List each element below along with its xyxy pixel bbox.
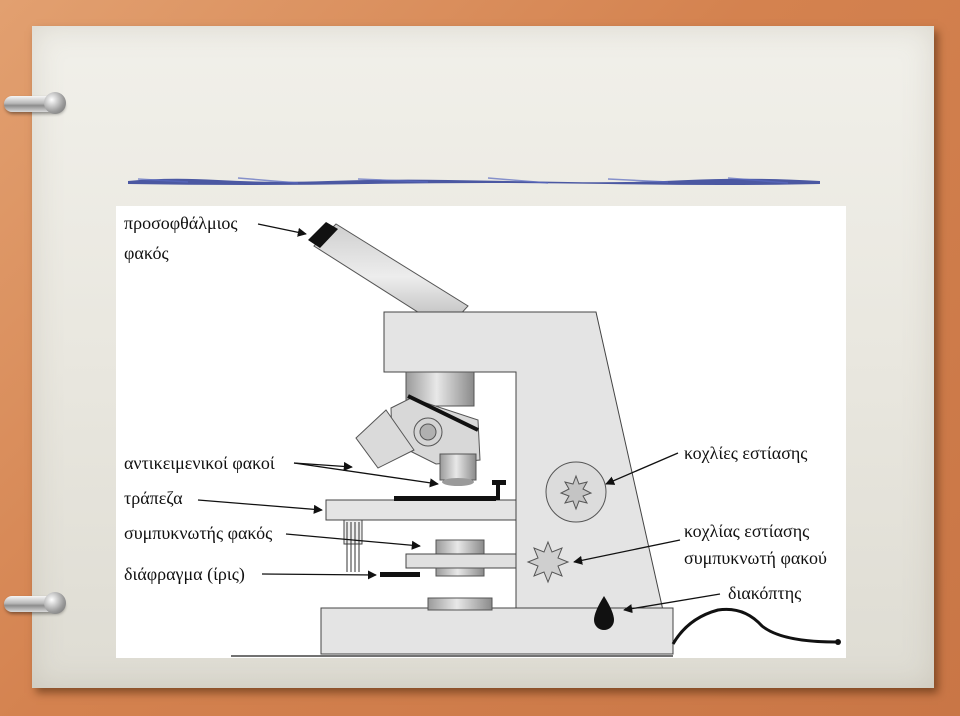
power-switch	[594, 596, 614, 630]
eyepiece-tube	[308, 222, 469, 331]
binder-ring-bottom	[4, 592, 66, 614]
label-condenser-knob-2: συμπυκνωτή φακού	[684, 548, 827, 568]
label-stage: τράπεζα	[124, 488, 183, 508]
label-focus-knobs: κοχλίες εστίασης	[684, 443, 807, 463]
label-eyepiece-2: φακός	[124, 243, 169, 263]
leader-arrows	[197, 223, 721, 614]
focus-knob	[545, 461, 607, 523]
condenser	[343, 519, 517, 577]
power-cord	[671, 607, 837, 645]
label-condenser-knob: κοχλίας εστίασης	[684, 521, 809, 541]
nosepiece	[355, 371, 481, 486]
label-switch: διακόπτης	[728, 583, 801, 603]
microscope-arm	[383, 311, 672, 647]
decorative-rule	[128, 177, 820, 185]
microscope-drawing: προσοφθάλμιος φακός αντικειμενικοί φακοί…	[124, 213, 841, 657]
diaphragm-lever	[380, 572, 420, 577]
condenser-knob	[526, 540, 570, 584]
stage	[325, 480, 517, 521]
light-source	[427, 597, 493, 611]
microscope-base	[320, 607, 674, 655]
microscope-diagram: προσοφθάλμιος φακός αντικειμενικοί φακοί…	[116, 206, 846, 658]
label-eyepiece: προσοφθάλμιος	[124, 213, 238, 233]
binder-ring-top	[4, 92, 66, 114]
label-condenser: συμπυκνωτής φακός	[124, 523, 272, 543]
label-diaphragm: διάφραγμα (ίρις)	[124, 564, 245, 585]
label-objectives: αντικειμενικοί φακοί	[124, 453, 275, 473]
